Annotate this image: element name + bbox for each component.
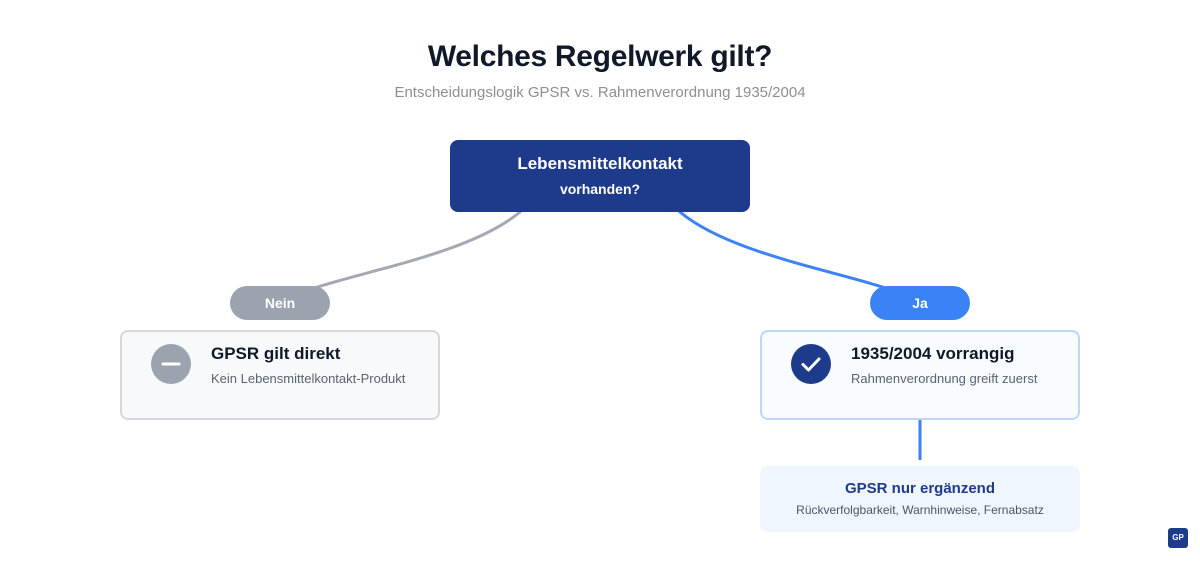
outcome-title-1935-2004: 1935/2004 vorrangig — [851, 344, 1015, 363]
page-title: Welches Regelwerk gilt? — [427, 40, 773, 73]
check-icon — [791, 344, 831, 384]
branch-label-yes: Ja — [870, 286, 970, 320]
logo-badge: GP — [1168, 528, 1188, 548]
supplement-box: GPSR nur ergänzend Rückverfolgbarkeit, W… — [760, 466, 1080, 532]
supplement-title: GPSR nur ergänzend — [844, 480, 996, 497]
outcome-title-gpsr: GPSR gilt direkt — [211, 344, 341, 363]
root-question-line1: Lebensmittelkontakt — [517, 154, 683, 173]
page-subtitle: Entscheidungslogik GPSR vs. Rahmenverord… — [394, 84, 806, 101]
outcome-card-gpsr: GPSR gilt direkt Kein Lebensmittelkontak… — [120, 330, 440, 420]
supplement-description: Rückverfolgbarkeit, Warnhinweise, Fernab… — [796, 503, 1044, 517]
outcome-description-1935-2004: Rahmenverordnung greift zuerst — [851, 371, 1038, 386]
decision-root-node: Lebensmittelkontakt vorhanden? — [450, 140, 750, 212]
branch-label-no: Nein — [230, 286, 330, 320]
minus-icon — [151, 344, 191, 384]
outcome-card-1935-2004: 1935/2004 vorrangig Rahmenverordnung gre… — [760, 330, 1080, 420]
outcome-description-gpsr: Kein Lebensmittelkontakt-Produkt — [211, 371, 406, 386]
root-question-line2: vorhanden? — [559, 181, 641, 197]
